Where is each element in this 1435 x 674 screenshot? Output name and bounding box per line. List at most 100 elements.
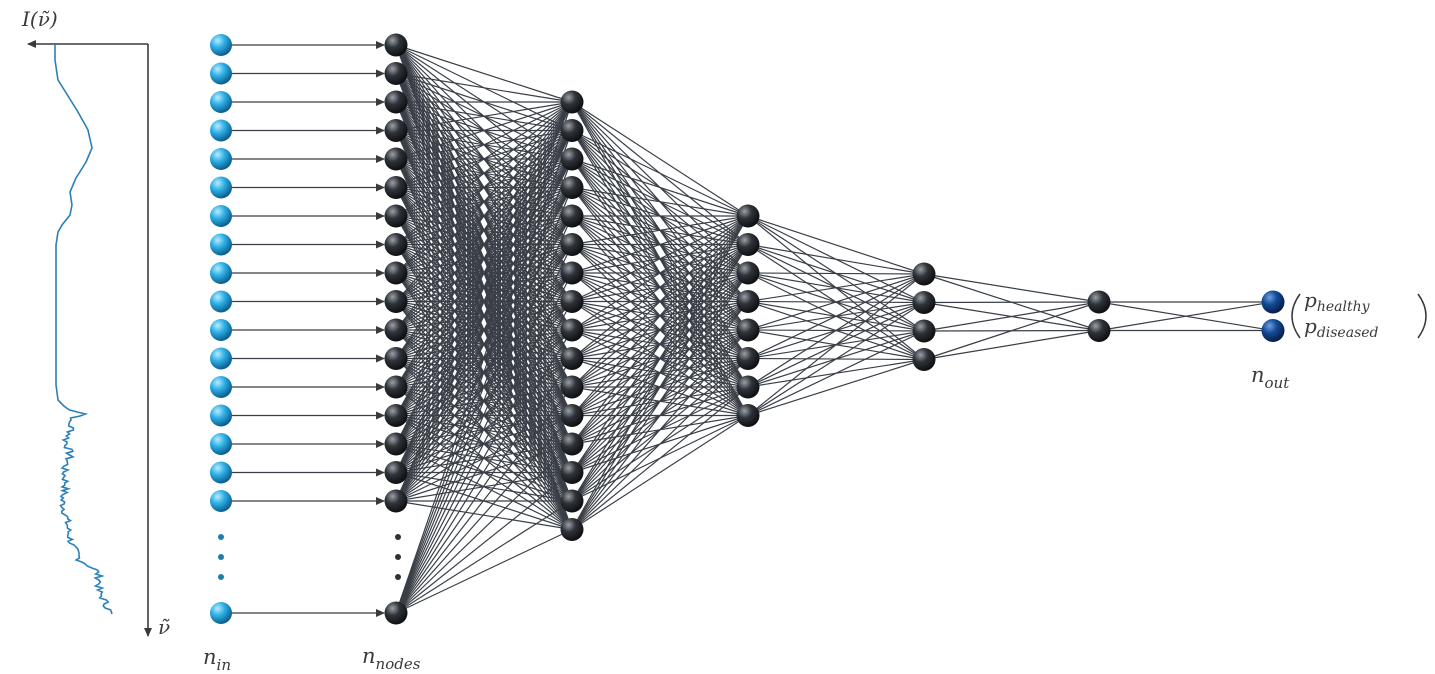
output-healthy-base: p [1304,288,1317,312]
connection-line [571,329,749,530]
connection-line [571,386,749,530]
connection-line [395,101,573,160]
input-node [210,490,232,512]
hidden-node [384,119,408,142]
hidden-node [912,348,936,371]
hidden-node [384,489,408,513]
connection-line [395,101,573,502]
connection-line [395,101,573,416]
connection-line [395,472,573,614]
connection-line [747,301,925,417]
connection-line [395,415,573,614]
hidden-node [560,432,584,456]
hidden-ellipsis-dot [395,554,401,560]
hidden-layer-label-sub: nodes [376,655,421,673]
connection-line [395,244,573,614]
hidden-node [560,261,584,285]
hidden-node [736,290,760,313]
input-node [210,319,232,341]
hidden-node [560,290,584,313]
hidden-ellipsis-dot [395,574,401,580]
hidden-node [384,147,408,171]
input-node [210,205,232,227]
input-node [210,290,232,313]
input-node [210,176,232,199]
output-healthy-sub: healthy [1317,299,1371,315]
hidden-node [560,176,584,199]
connection-line [395,158,573,614]
connection-line [395,158,573,502]
connection-line [923,301,1100,361]
output-healthy-label: phealthy [1304,288,1371,315]
connection-line [395,329,573,614]
connection-line [571,215,749,388]
hidden-node [384,33,408,57]
connection-line [747,358,925,417]
connection-line [571,215,749,246]
connection-line [395,500,573,614]
connection-line [395,101,573,189]
connection-line [923,329,1100,361]
hidden-node [384,62,408,85]
spectrum-axes [27,40,152,637]
hidden-node [736,233,760,256]
output-layer-label-base: n [1251,363,1265,387]
input-node [210,262,232,284]
hidden-node [384,318,408,342]
output-layer-label-sub: out [1265,374,1291,392]
connection-line [571,158,749,217]
connection-line [395,101,573,217]
connection-line [747,243,925,275]
output-diseased-base: p [1304,314,1317,338]
hidden-node [736,375,760,399]
spectrum-curve [54,44,113,615]
hidden-node [384,233,408,256]
output-diseased-label: pdiseased [1304,314,1379,341]
input-layer-label-base: n [203,645,217,669]
input-layer-label-sub: in [217,656,231,674]
connection-line [747,273,925,303]
input-node [210,119,232,142]
hidden-node [1087,319,1111,342]
hidden-node [384,290,408,313]
connection-line [395,101,573,132]
connection-line [571,215,749,416]
connection-line [571,215,749,502]
connection-line [395,130,573,614]
hidden-node [384,404,408,427]
hidden-node [560,204,584,228]
connection-line [747,273,925,388]
connection-line [747,272,925,275]
connection-line [395,358,573,614]
input-ellipsis-dot [218,534,224,540]
network-connections [232,41,1274,617]
hidden-node [560,518,584,541]
connection-line [923,301,1100,332]
input-node [210,34,232,56]
connection-line [395,101,573,445]
connection-line [395,101,573,614]
connection-line [395,301,573,614]
hidden-ellipsis-dot [395,534,401,540]
ellipsis-dots [218,534,401,580]
network-nodes [210,33,1285,625]
hidden-node [384,204,408,228]
connection-line [395,101,573,473]
input-node [210,91,232,113]
input-node [210,347,232,370]
connection-line [571,414,749,531]
connection-line [571,272,749,530]
connection-line [571,215,749,530]
input-node [210,461,232,484]
connection-line [571,215,749,303]
hidden-node [384,261,408,285]
connection-line [571,129,749,217]
wavenumber-axis-label: ν̃ [158,615,170,639]
hidden-node [560,461,584,484]
connection-line [395,187,573,614]
input-node [210,376,232,398]
intensity-axis-label: I(ν̃) [21,7,58,31]
hidden-node [384,432,408,456]
hidden-node [560,375,584,399]
